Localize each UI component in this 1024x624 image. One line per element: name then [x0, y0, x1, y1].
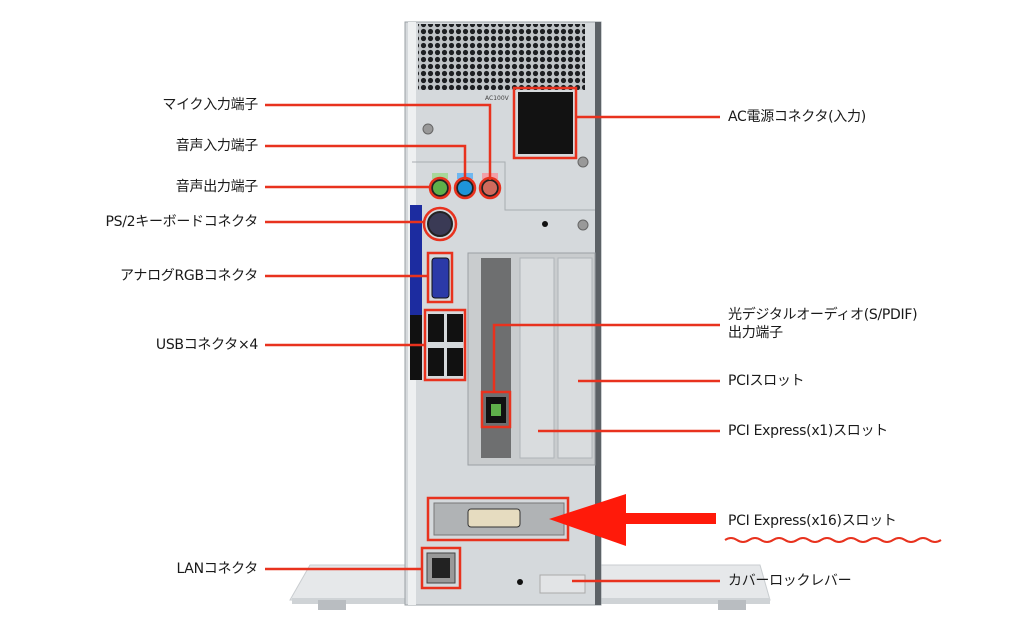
cover-lock-lever	[539, 574, 586, 594]
pointer-arrow-icon	[549, 494, 716, 546]
label-lan: LANコネクタ	[176, 561, 258, 577]
label-spdif-line1: 光デジタルオーディオ(S/PDIF)	[728, 307, 918, 323]
ps2-port	[427, 211, 453, 237]
vga-port	[431, 257, 450, 299]
callouts	[265, 86, 942, 590]
vent-grille	[418, 24, 585, 90]
label-pcie-x16: PCI Express(x16)スロット	[728, 513, 897, 529]
label-cover-lock: カバーロックレバー	[728, 573, 852, 589]
screw-icon	[577, 156, 589, 168]
dvi-port	[467, 508, 521, 528]
line-in-jack	[456, 179, 474, 197]
svg-text:AC100V: AC100V	[485, 95, 510, 102]
label-pcie-x1: PCI Express(x1)スロット	[728, 423, 888, 439]
label-mic-in: マイク入力端子	[162, 97, 258, 113]
line-out-jack	[431, 179, 449, 197]
label-ac: AC電源コネクタ(入力)	[728, 109, 866, 125]
label-pci: PCIスロット	[728, 373, 805, 389]
label-spdif-line2: 出力端子	[728, 325, 783, 341]
pc-case: AC100V	[404, 21, 602, 606]
label-line-in: 音声入力端子	[175, 138, 259, 154]
mic-in-jack	[481, 179, 499, 197]
label-usb: USBコネクタ×4	[155, 337, 258, 353]
screw-icon	[422, 123, 434, 135]
label-ps2: PS/2キーボードコネクタ	[105, 214, 259, 230]
screw-icon	[577, 219, 589, 231]
ac-inlet	[518, 92, 573, 154]
usb-ports	[428, 314, 463, 376]
wavy-underline	[724, 537, 942, 543]
label-rgb: アナログRGBコネクタ	[119, 268, 258, 284]
label-line-out: 音声出力端子	[175, 179, 259, 195]
